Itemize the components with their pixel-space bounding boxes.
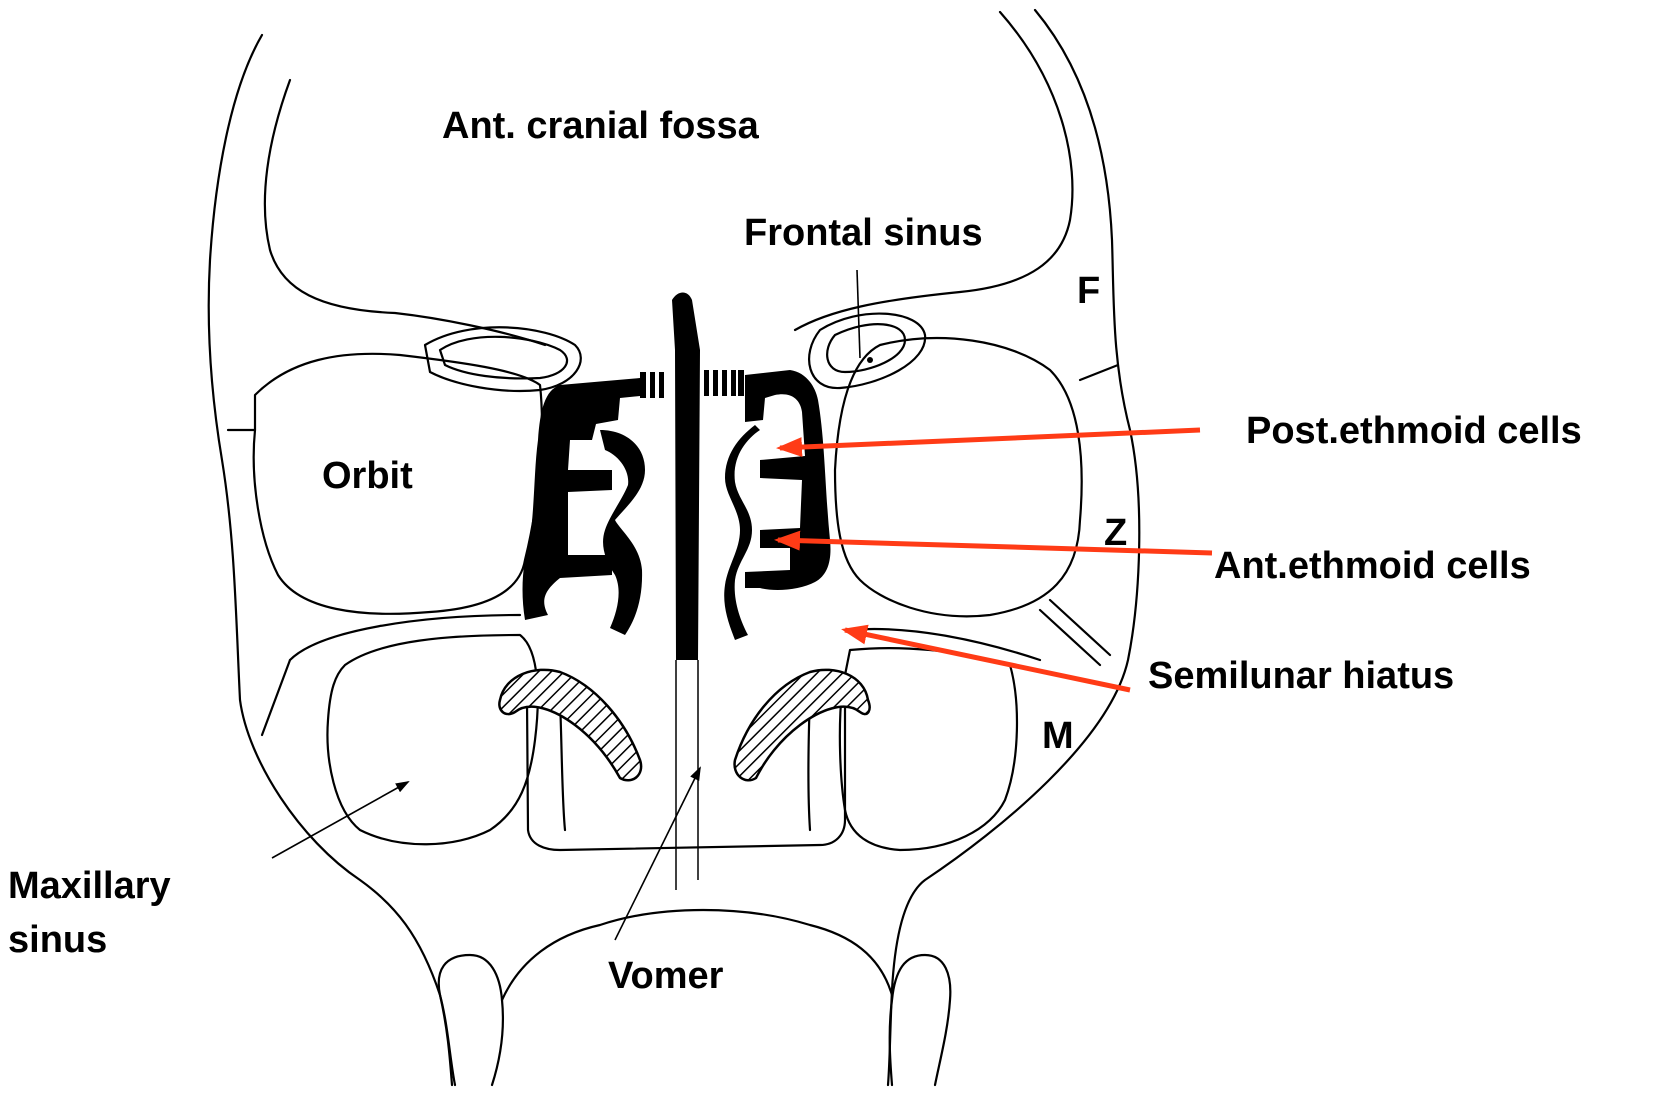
inferior-turbinate-left <box>499 670 641 780</box>
label-orbit: Orbit <box>322 455 413 497</box>
pointer-maxillary-sinus <box>272 782 408 858</box>
label-m: M <box>1042 715 1074 757</box>
label-ant-ethmoid-cells: Ant.ethmoid cells <box>1214 545 1531 587</box>
label-semilunar-hiatus: Semilunar hiatus <box>1148 655 1454 697</box>
maxillary-sinus-left <box>262 615 538 844</box>
pointer-semilunar-hiatus <box>845 630 1130 690</box>
label-ant-cranial-fossa: Ant. cranial fossa <box>442 105 760 147</box>
label-frontal-sinus: Frontal sinus <box>744 212 983 254</box>
frontal-sinus-left <box>425 327 581 391</box>
label-z: Z <box>1104 512 1127 554</box>
label-post-ethmoid-cells: Post.ethmoid cells <box>1246 410 1582 452</box>
pointer-frontal-sinus <box>857 270 860 358</box>
label-vomer: Vomer <box>608 955 724 997</box>
vomer-septum <box>676 660 698 890</box>
orbit-right <box>835 338 1118 665</box>
label-maxillary-sinus-line1: Maxillary <box>8 865 171 907</box>
label-maxillary-sinus-line2: sinus <box>8 919 107 961</box>
frontal-sinus-right <box>809 314 925 389</box>
pointer-post-ethmoid-cells <box>780 430 1200 448</box>
inferior-turbinate-right <box>735 670 870 780</box>
pointer-vomer <box>615 768 700 940</box>
ethmoid-labyrinth <box>523 293 831 661</box>
label-f: F <box>1077 270 1100 312</box>
